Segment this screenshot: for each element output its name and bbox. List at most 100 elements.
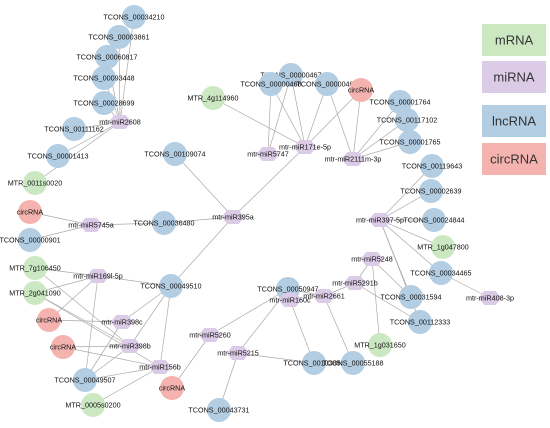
node-label: mtr-miR156b (139, 363, 181, 372)
lncrna-node[interactable]: TCONS_00000467 (260, 63, 322, 87)
node-label: mtr-miR5745a (68, 221, 114, 230)
circrna-node[interactable]: circRNA (348, 78, 375, 102)
mirna-node[interactable]: mtr-miR160c (269, 293, 311, 307)
node-label: circRNA (50, 343, 77, 352)
mirna-node[interactable]: mtr-miR397-5p (356, 213, 404, 227)
edge-n55-n51 (326, 83, 354, 160)
lncrna-node[interactable]: TCONS_00111162 (44, 117, 104, 141)
mrna-node[interactable]: MTR_1g047800 (417, 235, 469, 259)
edge-n37-n38 (371, 258, 381, 346)
node-label: TCONS_00103850 (283, 359, 344, 368)
lncrna-node[interactable]: TCONS_00117102 (377, 108, 438, 132)
mrna-node[interactable]: MTR_0011s0020 (8, 171, 63, 195)
lncrna-node[interactable]: TCONS_00109074 (144, 142, 206, 166)
edge-n53-n49 (290, 74, 306, 148)
lncrna-node[interactable]: TCONS_00055188 (322, 351, 384, 375)
mirna-node[interactable]: mtr-miR5215 (217, 346, 259, 360)
lncrna-node[interactable]: TCONS_00024844 (403, 208, 465, 232)
node-label: mtr-miR2608 (99, 118, 141, 127)
mirna-node[interactable]: mtr-miR5745a (68, 218, 114, 232)
lncrna-node[interactable]: TCONS_00049510 (140, 274, 202, 298)
lncrna-node[interactable]: TCONS_00036480 (133, 211, 195, 235)
circrna-node[interactable]: circRNA (36, 308, 63, 332)
lncrna-node[interactable]: TCONS_00034210 (103, 5, 165, 29)
circrna-shape (18, 200, 42, 224)
lncrna-node[interactable]: TCONS_00093448 (73, 66, 135, 90)
lncrna-shape (422, 208, 446, 232)
lncrna-shape (95, 45, 119, 69)
mrna-node[interactable]: MTR_2g041090 (9, 281, 61, 305)
lncrna-node[interactable]: TCONS_00031594 (380, 285, 442, 309)
node-label: MTR_4g114960 (187, 94, 238, 103)
lncrna-node[interactable]: TCONS_00112333 (390, 310, 451, 334)
node-label: mtr-miR398c (101, 318, 143, 327)
legend-label: miRNA (493, 70, 534, 85)
lncrna-node[interactable]: TCONS_00119643 (402, 154, 463, 178)
node-label: TCONS_00043731 (188, 406, 249, 415)
lncrna-node[interactable]: TCONS_00043731 (188, 398, 250, 422)
lncrna-node[interactable]: TCONS_00000469 (296, 72, 358, 96)
mirna-shape (360, 252, 384, 266)
lncrna-node[interactable]: TCONS_00034465 (410, 261, 472, 285)
mrna-shape (23, 256, 47, 280)
edge-n36-n39 (354, 282, 421, 323)
node-label: circRNA (36, 316, 63, 325)
edge-n11-n13 (90, 222, 165, 226)
node-label: mtr-miR160c (269, 296, 311, 305)
lncrna-node[interactable]: TCONS_00103850 (283, 351, 345, 375)
circrna-node[interactable]: circRNA (17, 200, 44, 224)
edge-n29-n31 (209, 288, 289, 336)
mirna-node[interactable]: mtr-miR156b (139, 360, 181, 374)
mirna-shape (198, 328, 222, 342)
node-label: TCONS_00119643 (402, 162, 463, 171)
mrna-node[interactable]: MTR_0005s0200 (65, 393, 121, 417)
lncrna-node[interactable]: TCONS_00028699 (73, 91, 135, 115)
mrna-shape (23, 171, 47, 195)
circrna-node[interactable]: circRNA (159, 376, 186, 400)
mirna-shape (278, 293, 302, 307)
node-label: circRNA (17, 208, 44, 217)
mirna-node[interactable]: mtr-miR2608 (99, 115, 141, 129)
mirna-node[interactable]: mtr-miR169l-5p (73, 269, 123, 283)
lncrna-shape (122, 5, 146, 29)
lncrna-shape (107, 25, 131, 49)
node-label: TCONS_00112333 (390, 318, 451, 327)
lncrna-shape (159, 274, 183, 298)
lncrna-node[interactable]: TCONS_00001765 (379, 130, 441, 154)
node-label: mtr-miR398b (109, 342, 151, 351)
lncrna-node[interactable]: TCONS_00000901 (0, 228, 61, 252)
node-label: TCONS_00031594 (380, 293, 441, 302)
circrna-node[interactable]: circRNA (50, 335, 77, 359)
lncrna-node[interactable]: TCONS_00001413 (27, 144, 89, 168)
mirna-node[interactable]: mtr-miR398b (109, 339, 151, 353)
node-label: circRNA (348, 86, 375, 95)
lncrna-node[interactable]: TCONS_00003861 (88, 25, 150, 49)
lncrna-shape (395, 108, 419, 132)
lncrna-node[interactable]: TCONS_00002639 (400, 179, 462, 203)
lncrna-node[interactable]: TCONS_00060817 (76, 45, 138, 69)
mirna-node[interactable]: mtr-miR5260 (189, 328, 231, 342)
mrna-shape (431, 235, 455, 259)
mirna-node[interactable]: mtr-miR171e-5p (279, 140, 331, 154)
mrna-shape (23, 281, 47, 305)
mirna-node[interactable]: mtr-miR395a (212, 210, 254, 224)
mirna-shape (86, 269, 110, 283)
mrna-node[interactable]: MTR_7g106450 (9, 256, 61, 280)
lncrna-shape (315, 72, 339, 96)
lncrna-node[interactable]: TCONS_00000468 (240, 72, 302, 96)
mrna-node[interactable]: MTR_1g031650 (354, 333, 406, 357)
mirna-node[interactable]: mtr-miR5248 (351, 252, 393, 266)
node-label: TCONS_00000468 (240, 80, 301, 89)
mirna-node[interactable]: mtr-miR408-3p (466, 291, 514, 305)
mrna-node[interactable]: MTR_4g114960 (187, 86, 239, 110)
mirna-node[interactable]: mtr-miR5291b (332, 276, 378, 290)
mirna-node[interactable]: mtr-miR2111m-3p (325, 152, 382, 166)
mirna-node[interactable]: mtr-miR398c (101, 315, 143, 329)
lncrna-node[interactable]: TCONS_00001764 (369, 90, 431, 114)
node-label: MTR_0005s0200 (65, 401, 120, 410)
mrna-shape (201, 86, 225, 110)
lncrna-node[interactable]: TCONS_00049507 (54, 368, 116, 392)
node-label: MTR_1g031650 (354, 341, 406, 350)
mirna-node[interactable]: mtr-miR2661 (303, 289, 345, 303)
mirna-node[interactable]: mtr-miR5747 (247, 147, 289, 161)
